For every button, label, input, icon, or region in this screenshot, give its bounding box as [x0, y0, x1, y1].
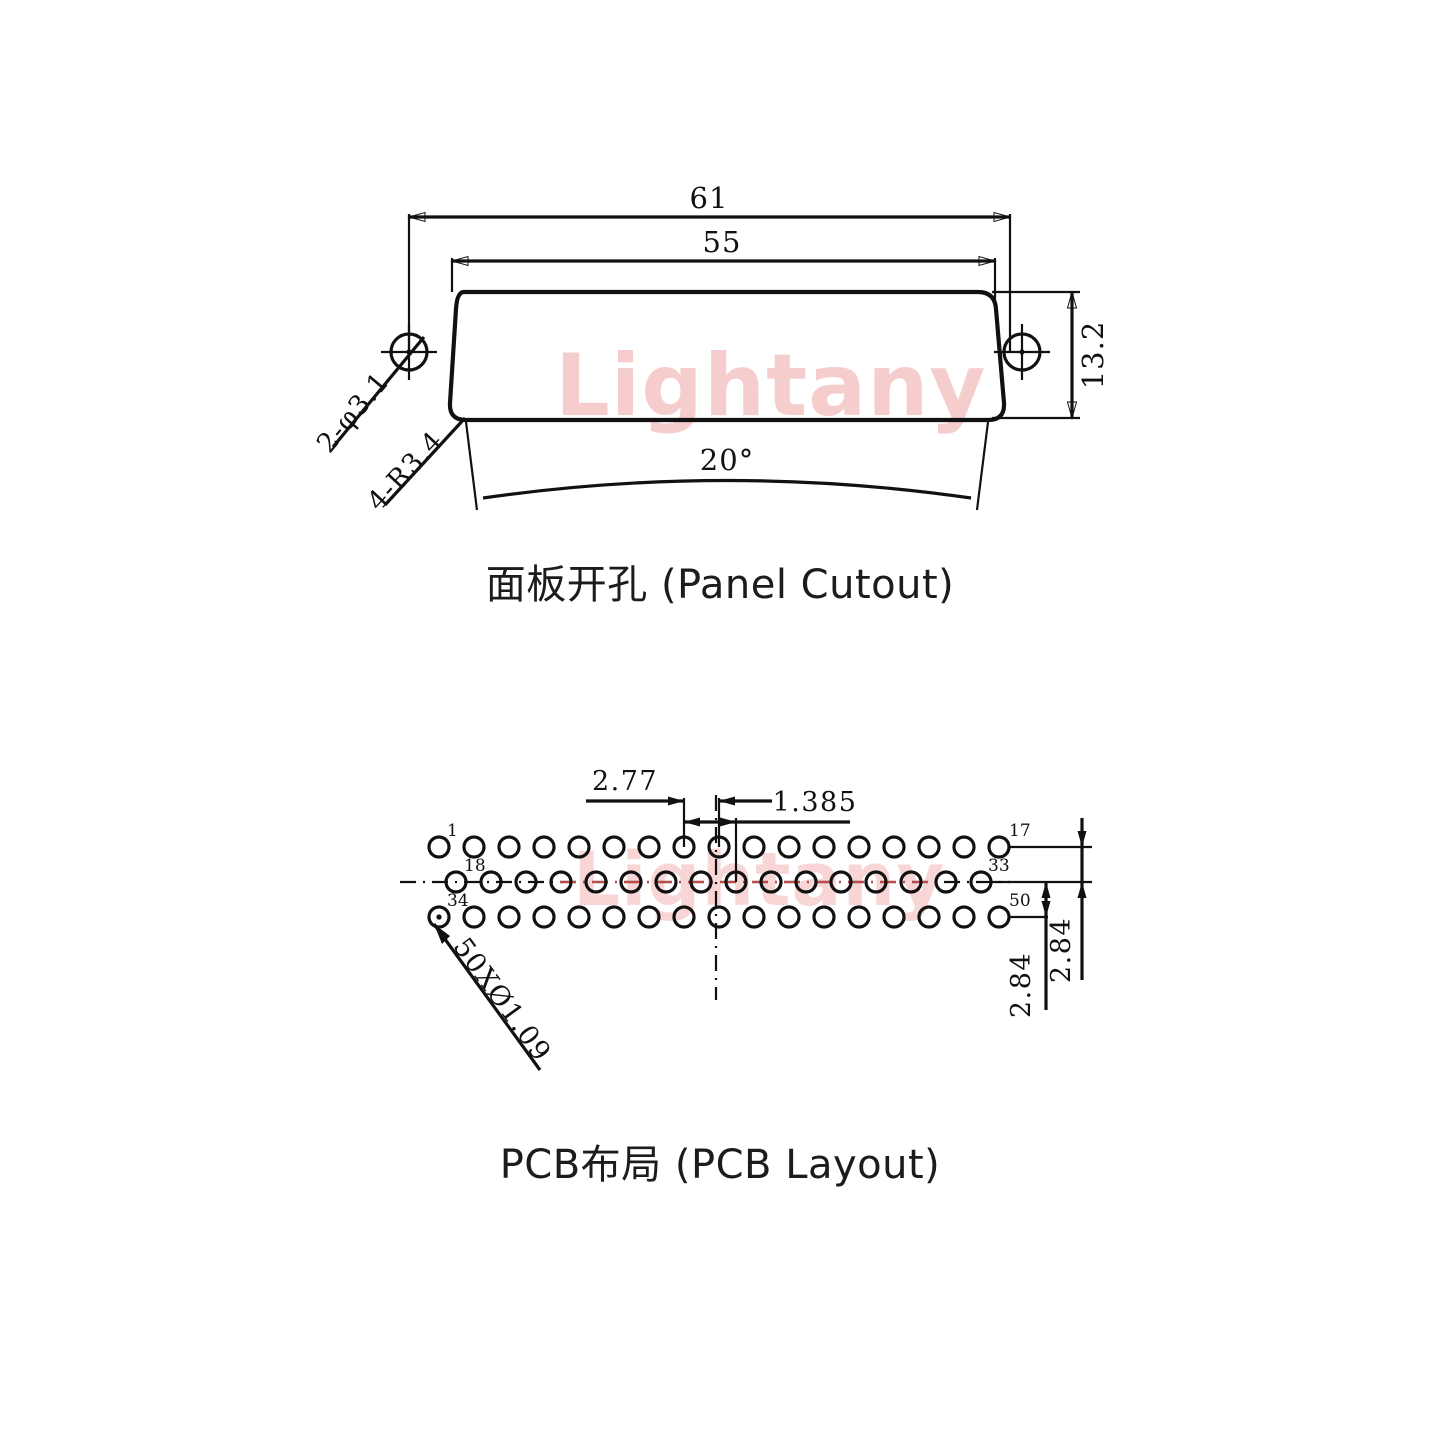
leader-corner-radius: 4-R3.4: [361, 416, 467, 517]
dimension-1-385: 1.385: [684, 787, 858, 882]
pin-label-33: 33: [988, 856, 1010, 876]
dimension-row-spacing-upper-label: 2.84: [1046, 917, 1077, 983]
dimension-1-385-label: 1.385: [773, 787, 858, 818]
dimension-20-degree-label: 20°: [700, 443, 754, 477]
leader-hole-size: 50XØ1.09: [432, 923, 557, 1071]
panel-cutout-outline: [447, 289, 1007, 423]
dimension-61-label: 61: [690, 181, 729, 215]
dimension-20-degree: 20°: [464, 421, 990, 511]
dimension-13-2: 13.2: [1066, 290, 1110, 420]
pin-label-18: 18: [464, 856, 486, 876]
panel-cutout-caption: 面板开孔 (Panel Cutout): [485, 562, 955, 608]
dimension-55-label: 55: [703, 225, 742, 259]
pcb-row-middle: [444, 870, 993, 894]
dimension-13-2-label: 13.2: [1076, 321, 1110, 390]
leader-corner-radius-label: 4-R3.4: [361, 425, 450, 517]
pin-label-34: 34: [447, 891, 469, 911]
dimension-row-spacing-lower-label: 2.84: [1006, 952, 1037, 1018]
leader-mounting-hole: 2-φ3.1: [311, 335, 426, 459]
dimension-61: 61: [407, 181, 1012, 223]
dimension-2-77: 2.77: [586, 766, 772, 847]
mounting-hole-left: [381, 324, 437, 380]
pcb-layout-caption: PCB布局 (PCB Layout): [499, 1142, 941, 1188]
pin-label-50: 50: [1009, 891, 1031, 911]
mounting-hole-right: [994, 324, 1050, 380]
pcb-row-bottom: [427, 905, 1011, 929]
dimension-row-spacing: 2.84 2.84: [991, 818, 1092, 1018]
panel-extension-lines: [407, 214, 1080, 420]
pin-label-17: 17: [1009, 821, 1031, 841]
leader-mounting-hole-label: 2-φ3.1: [311, 366, 396, 459]
dimension-2-77-label: 2.77: [592, 766, 658, 797]
dimension-55: 55: [450, 225, 997, 267]
pin-label-1: 1: [447, 821, 458, 841]
leader-hole-size-label: 50XØ1.09: [447, 932, 557, 1068]
